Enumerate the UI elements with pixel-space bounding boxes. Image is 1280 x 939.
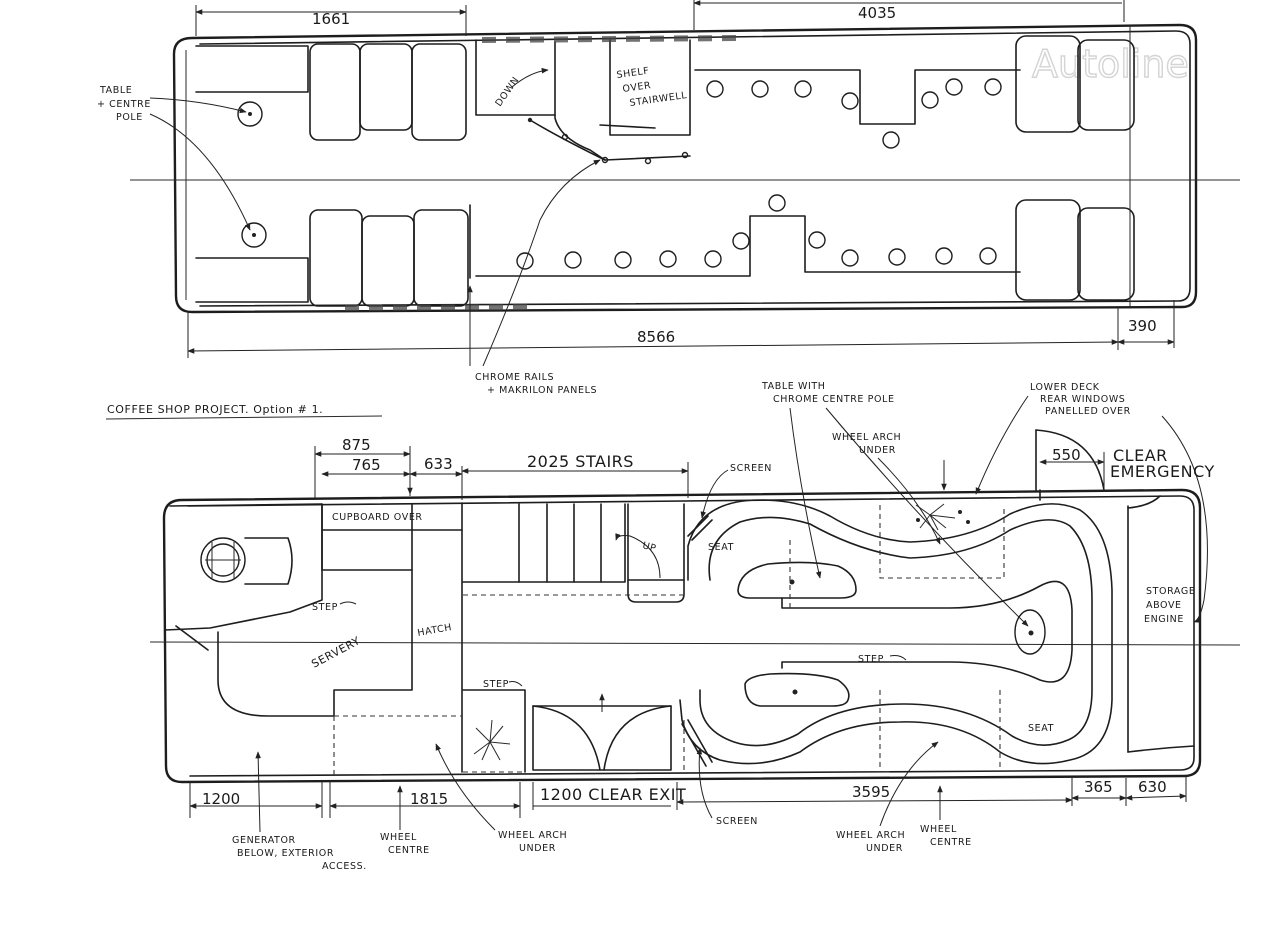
lower-dimensions-bottom: 1200 1815 1200 CLEAR EXIT 3595 365 630 bbox=[189, 776, 1187, 818]
dim-630: 630 bbox=[1138, 778, 1167, 796]
watermark-text: Autoline bbox=[1032, 42, 1189, 86]
label-arch-left-2: UNDER bbox=[519, 843, 556, 854]
dim-633: 633 bbox=[424, 455, 453, 473]
label-arch-top-1: WHEEL ARCH bbox=[832, 432, 901, 443]
dim-3595: 3595 bbox=[852, 783, 890, 801]
label-screen-top: SCREEN bbox=[730, 463, 772, 474]
upper-label-shelf-2: OVER bbox=[622, 80, 652, 95]
label-clear-1: CLEAR bbox=[1113, 446, 1168, 465]
steering-wheel bbox=[200, 537, 246, 583]
dim-2025-stairs: 2025 STAIRS bbox=[527, 452, 634, 471]
upper-label-rails-2: + MAKRILON PANELS bbox=[487, 385, 597, 396]
label-storage-3: ENGINE bbox=[1144, 614, 1184, 625]
lower-stairs bbox=[462, 503, 685, 603]
label-step-lower: STEP bbox=[858, 654, 884, 665]
upper-deck-plan: DOWN TABLE + CENTRE POLE SHELF OVER STAI… bbox=[97, 0, 1240, 396]
label-lower-deck-2: REAR WINDOWS bbox=[1040, 394, 1125, 405]
label-storage-2: ABOVE bbox=[1146, 600, 1182, 611]
label-wheel-centre-left-2: CENTRE bbox=[388, 845, 430, 856]
label-lower-deck-1: LOWER DECK bbox=[1030, 382, 1100, 393]
upper-table-front-top bbox=[237, 101, 263, 127]
label-generator-2: BELOW, EXTERIOR bbox=[237, 848, 334, 859]
upper-label-table-2: + CENTRE bbox=[97, 99, 151, 110]
label-hatch: HATCH bbox=[417, 622, 453, 639]
lower-rear-table bbox=[1014, 609, 1046, 655]
dim-1661: 1661 bbox=[312, 10, 350, 28]
project-title: COFFEE SHOP PROJECT. Option # 1. bbox=[107, 403, 323, 416]
label-seat-upper: SEAT bbox=[708, 542, 734, 553]
dim-1200-clear-exit: 1200 CLEAR EXIT bbox=[540, 785, 686, 804]
label-servery: SERVERY bbox=[309, 634, 362, 671]
dim-365: 365 bbox=[1084, 778, 1113, 796]
dim-4035: 4035 bbox=[858, 4, 896, 22]
label-arch-right-1: WHEEL ARCH bbox=[836, 830, 905, 841]
label-screen-bottom: SCREEN bbox=[716, 816, 758, 827]
label-clear-2: EMERGENCY bbox=[1110, 462, 1215, 481]
lower-deck-plan: CUPBOARD OVER STEP SERVERY HATCH STEP UP… bbox=[149, 381, 1241, 872]
label-wheel-centre-right-1: WHEEL bbox=[920, 824, 957, 835]
label-generator-1: GENERATOR bbox=[232, 835, 296, 846]
dim-390: 390 bbox=[1128, 317, 1157, 335]
label-up: UP bbox=[641, 540, 657, 554]
label-arch-right-2: UNDER bbox=[866, 843, 903, 854]
upper-label-table-1: TABLE bbox=[99, 85, 132, 96]
label-table-chrome-1: TABLE WITH bbox=[761, 381, 826, 392]
dim-1815: 1815 bbox=[410, 790, 448, 808]
lower-centre-line bbox=[149, 641, 1241, 646]
upper-seat bbox=[309, 43, 361, 141]
upper-pole-circles bbox=[516, 78, 1002, 270]
lower-dimensions-top: 875 765 633 2025 STAIRS 550 CLEAR EMERGE… bbox=[314, 436, 1215, 500]
plant-icon bbox=[473, 503, 970, 761]
label-wheel-centre-left-1: WHEEL bbox=[380, 832, 417, 843]
dim-8566: 8566 bbox=[637, 328, 675, 346]
label-step-top: STEP bbox=[312, 602, 338, 613]
dim-875: 875 bbox=[342, 436, 371, 454]
label-cupboard: CUPBOARD OVER bbox=[332, 512, 423, 523]
dim-1200: 1200 bbox=[202, 790, 240, 808]
upper-label-rails-1: CHROME RAILS bbox=[475, 372, 554, 383]
label-step-mid: STEP bbox=[483, 679, 509, 690]
label-arch-left-1: WHEEL ARCH bbox=[498, 830, 567, 841]
label-table-chrome-2: CHROME CENTRE POLE bbox=[773, 394, 895, 405]
upper-label-down: DOWN bbox=[493, 75, 521, 109]
lower-seating bbox=[679, 489, 1195, 772]
upper-deck-outline bbox=[172, 23, 1198, 314]
upper-dimensions: 1661 4035 8566 390 bbox=[187, 0, 1175, 358]
label-lower-deck-3: PANELLED OVER bbox=[1045, 406, 1131, 417]
label-generator-3: ACCESS. bbox=[322, 861, 367, 872]
dim-550: 550 bbox=[1052, 446, 1081, 464]
lower-deck-outline bbox=[162, 488, 1202, 784]
lower-doors bbox=[462, 689, 672, 773]
label-storage-1: STORAGE bbox=[1146, 586, 1195, 597]
label-arch-top-2: UNDER bbox=[859, 445, 896, 456]
dim-765: 765 bbox=[352, 456, 381, 474]
upper-label-table-3: POLE bbox=[116, 112, 143, 123]
upper-label-shelf-1: SHELF bbox=[616, 65, 650, 80]
label-seat-lower: SEAT bbox=[1028, 723, 1054, 734]
upper-table-front-bottom bbox=[241, 222, 267, 248]
label-wheel-centre-right-2: CENTRE bbox=[930, 837, 972, 848]
